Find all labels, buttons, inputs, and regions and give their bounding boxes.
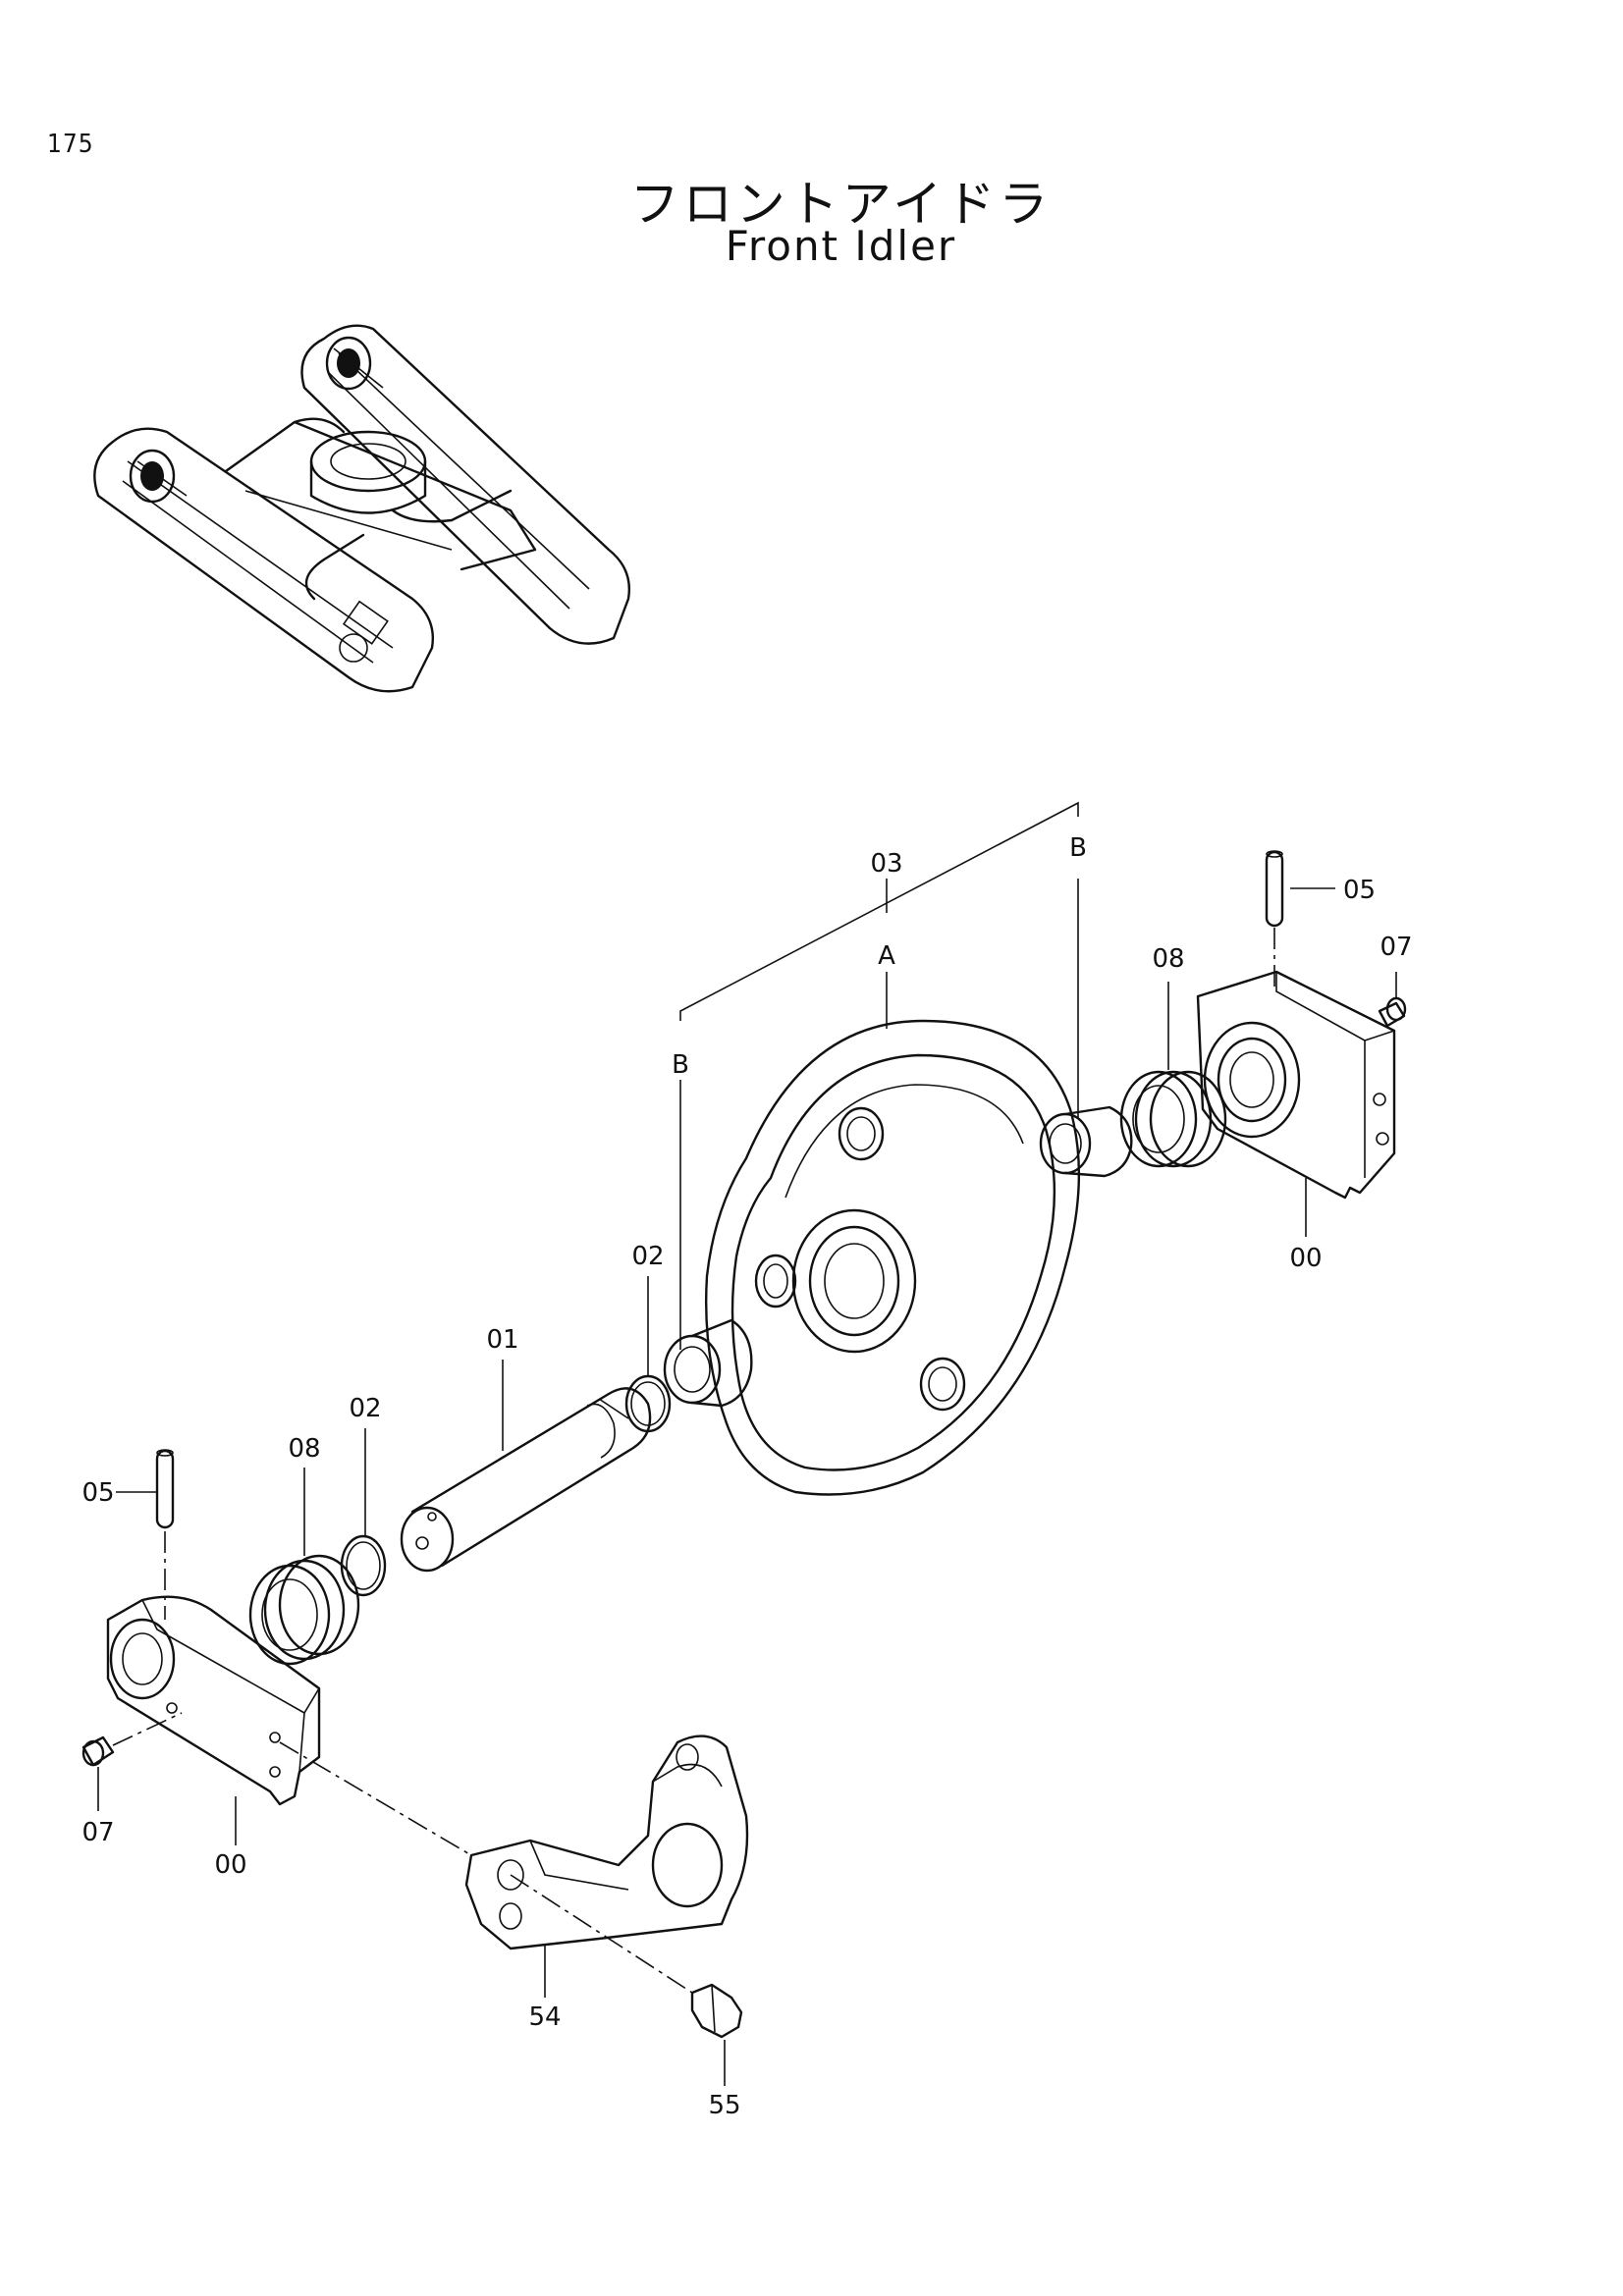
callout-07-left: 07 (81, 1818, 114, 1847)
callout-00-left: 00 (214, 1850, 246, 1880)
title-english: Front Idler (725, 222, 957, 270)
plug-right (1378, 996, 1407, 1028)
shaft (400, 1387, 652, 1573)
undercarriage-overview-illustration (93, 324, 630, 693)
seal-left (248, 1554, 360, 1666)
leader-lines (97, 879, 1397, 2086)
bearing-housing-left (106, 1595, 321, 1806)
pin-left (155, 1449, 175, 1620)
assembly-bracket-lines (679, 801, 1079, 1350)
idler-highlight-rear (325, 336, 384, 391)
idler-wheel (704, 1019, 1081, 1496)
callout-01: 01 (486, 1325, 518, 1355)
callout-02-lower: 02 (349, 1394, 381, 1423)
idler-highlight-front (129, 449, 188, 504)
callout-54: 54 (528, 2002, 561, 2032)
callout-07-right: 07 (1380, 933, 1412, 962)
bushing-left (663, 1318, 753, 1408)
callout-55: 55 (708, 2091, 740, 2120)
seal-right (1119, 1070, 1227, 1168)
support-bracket (279, 1735, 749, 1950)
bearing-housing-right (1196, 970, 1396, 1200)
callout-05-left: 05 (81, 1478, 114, 1508)
callout-08-left: 08 (288, 1434, 320, 1464)
o-ring-lower (340, 1534, 387, 1597)
callout-b-left: B (672, 1050, 689, 1080)
callout-a: A (878, 941, 895, 971)
callout-03: 03 (870, 849, 902, 879)
callout-05-right: 05 (1343, 876, 1376, 905)
callout-b-right: B (1069, 833, 1087, 863)
callout-02-upper: 02 (631, 1242, 664, 1271)
callout-labels: 03 A B B 05 07 08 00 02 01 02 08 05 07 0… (81, 833, 1412, 2120)
bushing-right (1039, 1105, 1133, 1178)
plug-left (81, 1712, 183, 1767)
bolt (510, 1874, 743, 2039)
page-number: 175 (47, 130, 94, 159)
pin-right (1265, 850, 1284, 991)
title-japanese: フロントアイドラ (629, 176, 1053, 233)
callout-00-right: 00 (1289, 1244, 1322, 1273)
callout-08-right: 08 (1152, 944, 1184, 974)
